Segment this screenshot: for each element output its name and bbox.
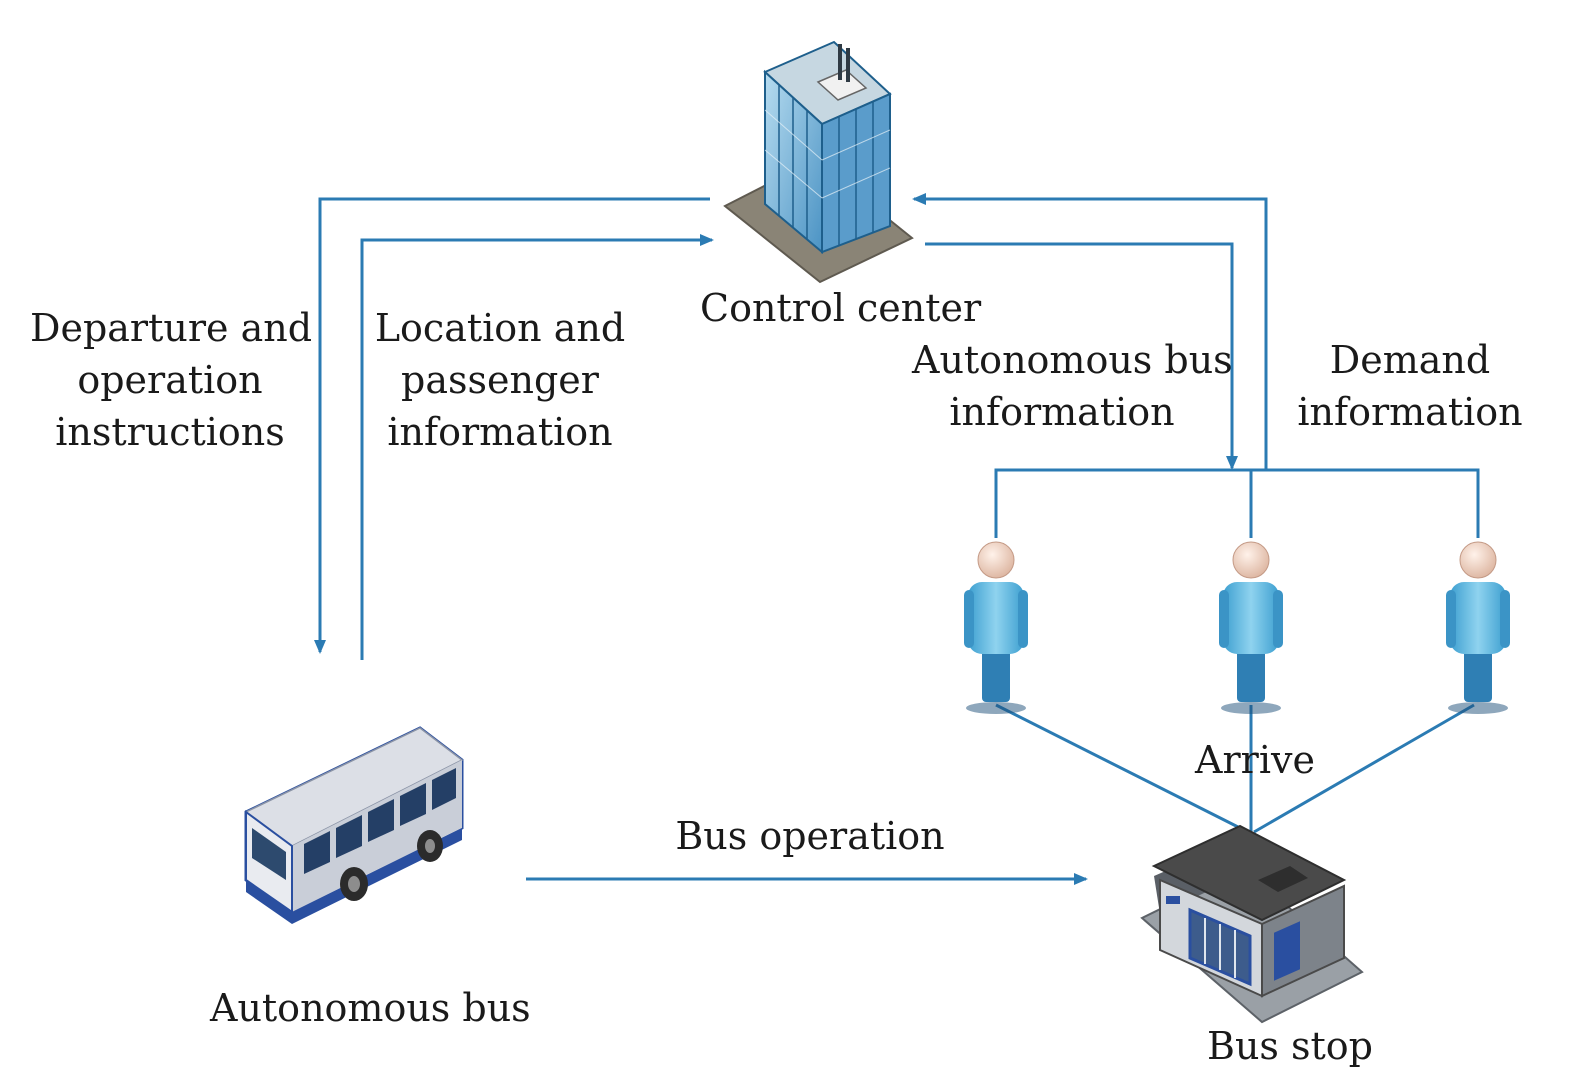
departure-arrow bbox=[314, 197, 710, 654]
arrive-line-right bbox=[1253, 703, 1475, 834]
autonomous-info-label: Autonomous bus information bbox=[912, 338, 1233, 434]
bus-stop-label: Bus stop bbox=[1207, 1024, 1373, 1068]
bus-operation-label: Bus operation bbox=[675, 814, 945, 858]
person-icon bbox=[964, 541, 1028, 714]
location-label: Location and passenger information bbox=[374, 306, 626, 454]
departure-label: Departure and operation instructions bbox=[30, 306, 313, 454]
demand-label: Demand information bbox=[1297, 338, 1523, 434]
office-building-icon bbox=[723, 40, 914, 284]
autonomous-info-arrow bbox=[925, 242, 1238, 470]
person-icon bbox=[1446, 541, 1510, 714]
bus-icon bbox=[244, 726, 464, 924]
person-icon bbox=[1219, 541, 1283, 714]
location-arrow bbox=[360, 234, 714, 660]
arrive-line-left bbox=[995, 703, 1249, 834]
connector-lines bbox=[314, 193, 1480, 885]
demand-arrow bbox=[912, 193, 1268, 470]
arrive-label: Arrive bbox=[1195, 738, 1315, 782]
autonomous-bus-label: Autonomous bus bbox=[210, 986, 531, 1030]
control-center-label: Control center bbox=[700, 286, 982, 330]
passenger-bracket bbox=[994, 468, 1480, 538]
bus-stop-building-icon bbox=[1140, 824, 1364, 1024]
